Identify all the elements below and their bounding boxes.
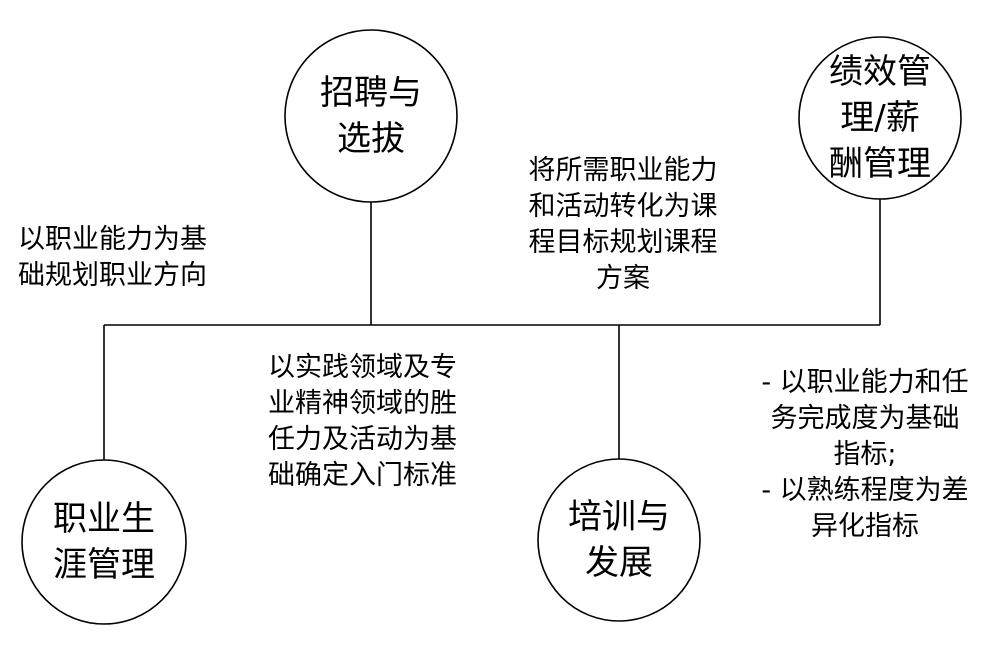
note-text-line: 方案 — [596, 263, 650, 294]
node-text-line: 理/薪 — [840, 98, 920, 138]
note-curriculum: 将所需职业能力 和活动转化为课 程目标规划课程 方案 — [503, 153, 743, 297]
node-career: 职业生 涯管理 — [22, 460, 186, 624]
note-text-line: 程目标规划课程 — [528, 227, 718, 258]
note-text-line: - 以熟练程度为差 — [761, 475, 969, 506]
node-text-line: 发展 — [585, 543, 653, 583]
node-text-line: 招聘与 — [320, 73, 422, 113]
node-text-line: 选拔 — [337, 119, 405, 159]
note-indicators: - 以职业能力和任 务完成度为基础 指标; - 以熟练程度为差 异化指标 — [740, 365, 990, 545]
note-text-line: 和活动转化为课 — [528, 191, 718, 222]
note-entry-standard: 以实践领域及专 业精神领域的胜 任力及活动为基 础确定入门标准 — [268, 350, 457, 494]
node-text-line: 涯管理 — [53, 545, 155, 585]
node-recruitment: 招聘与 选拔 — [285, 30, 457, 202]
note-text-line: 业精神领域的胜 — [268, 388, 457, 419]
node-text-line: 职业生 — [53, 499, 155, 539]
note-text-line: 础规划职业方向 — [18, 260, 207, 291]
node-training: 培训与 发展 — [538, 459, 700, 621]
note-text-line: 指标; — [833, 439, 897, 470]
node-text-line: 绩效管 — [829, 52, 931, 92]
note-career-direction: 以职业能力为基 础规划职业方向 — [18, 222, 207, 294]
note-text-line: 务完成度为基础 — [770, 403, 960, 434]
note-text-line: 任力及活动为基 — [268, 424, 457, 455]
note-text-line: 以实践领域及专 — [268, 352, 457, 383]
note-text-line: - 以职业能力和任 — [761, 367, 969, 398]
node-text-line: 培训与 — [568, 497, 670, 537]
note-text-line: 础确定入门标准 — [268, 460, 457, 491]
note-text-line: 以职业能力为基 — [18, 224, 207, 255]
node-performance: 绩效管 理/薪 酬管理 — [799, 37, 961, 199]
note-text-line: 异化指标 — [811, 511, 919, 542]
note-text-line: 将所需职业能力 — [528, 155, 718, 186]
node-text-line: 酬管理 — [829, 144, 931, 184]
